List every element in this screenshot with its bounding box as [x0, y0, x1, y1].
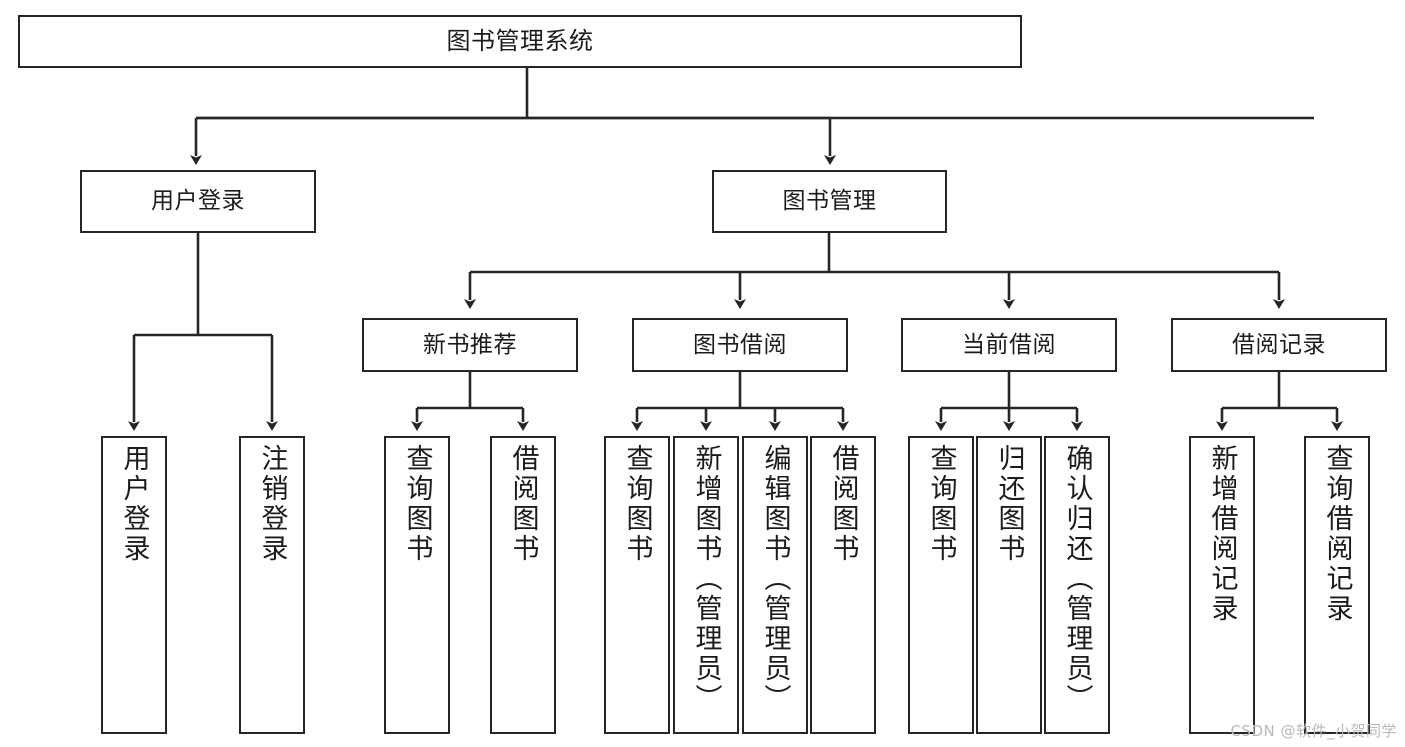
node-book-management[interactable]: 图书管理 — [712, 170, 947, 233]
node-leaf-borrow-book-2[interactable]: 借阅图书 — [810, 436, 876, 734]
node-label: 编辑图书（管理员） — [759, 444, 791, 714]
node-label: 当前借阅 — [962, 331, 1056, 358]
node-label: 借阅图书 — [827, 444, 859, 564]
node-leaf-add-book[interactable]: 新增图书（管理员） — [673, 436, 739, 734]
node-label: 确认归还（管理员） — [1061, 444, 1093, 714]
node-new-book-recommend[interactable]: 新书推荐 — [362, 318, 578, 372]
node-label: 注销登录 — [256, 444, 288, 564]
node-label: 查询借阅记录 — [1321, 444, 1353, 624]
node-borrow-record[interactable]: 借阅记录 — [1171, 318, 1387, 372]
node-label: 新书推荐 — [423, 331, 517, 358]
node-user-login[interactable]: 用户登录 — [80, 170, 316, 233]
node-label: 借阅记录 — [1232, 331, 1326, 358]
node-root-system[interactable]: 图书管理系统 — [18, 15, 1022, 68]
node-label: 用户登录 — [151, 188, 245, 215]
node-leaf-query-book-1[interactable]: 查询图书 — [384, 436, 450, 734]
node-label: 图书借阅 — [693, 331, 787, 358]
node-label: 查询图书 — [925, 444, 957, 564]
node-label: 查询图书 — [621, 444, 653, 564]
node-label: 归还图书 — [993, 444, 1025, 564]
node-leaf-edit-book[interactable]: 编辑图书（管理员） — [742, 436, 808, 734]
node-label: 图书管理系统 — [446, 26, 594, 55]
node-leaf-query-record[interactable]: 查询借阅记录 — [1304, 436, 1370, 734]
node-label: 借阅图书 — [507, 444, 539, 564]
node-leaf-query-book-2[interactable]: 查询图书 — [604, 436, 670, 734]
node-leaf-logout-login[interactable]: 注销登录 — [239, 436, 305, 734]
node-label: 查询图书 — [401, 444, 433, 564]
node-leaf-borrow-book-1[interactable]: 借阅图书 — [490, 436, 556, 734]
node-leaf-return-book[interactable]: 归还图书 — [976, 436, 1042, 734]
node-leaf-confirm-return[interactable]: 确认归还（管理员） — [1044, 436, 1110, 734]
node-label: 用户登录 — [118, 444, 150, 564]
node-leaf-query-book-3[interactable]: 查询图书 — [908, 436, 974, 734]
node-current-borrow[interactable]: 当前借阅 — [901, 318, 1117, 372]
node-leaf-user-login[interactable]: 用户登录 — [101, 436, 167, 734]
node-label: 新增借阅记录 — [1206, 444, 1238, 624]
watermark-text: CSDN @软件_小贺同学 — [1230, 722, 1397, 740]
node-leaf-add-record[interactable]: 新增借阅记录 — [1189, 436, 1255, 734]
node-book-borrow[interactable]: 图书借阅 — [632, 318, 848, 372]
node-label: 图书管理 — [782, 188, 877, 215]
node-label: 新增图书（管理员） — [690, 444, 722, 714]
